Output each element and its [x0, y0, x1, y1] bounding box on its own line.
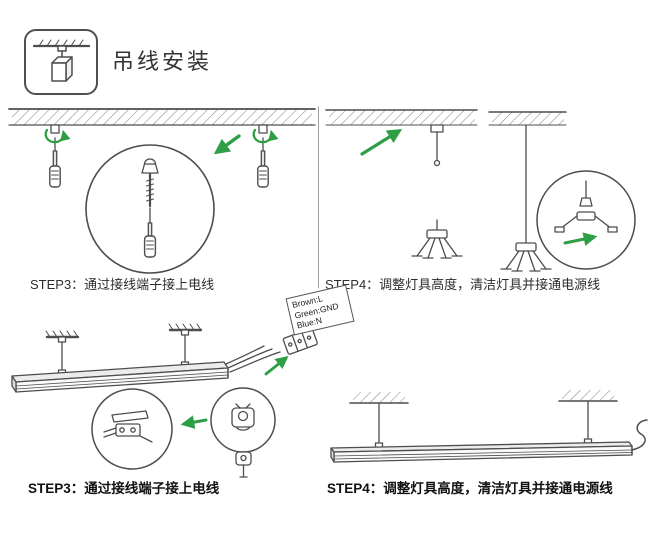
- suspension-left: [45, 330, 80, 377]
- power-wires: [225, 345, 281, 373]
- arrow-right-icon: [563, 232, 598, 246]
- terminal-connector: [282, 327, 318, 355]
- arrow-left-icon: [180, 415, 208, 429]
- caption-step4-top: STEP4：调整灯具高度，清洁灯具并接通电源线: [325, 277, 601, 292]
- hanging-lamp-icon: [32, 39, 90, 82]
- linear-fixture-perspective: [11, 361, 229, 393]
- suspension-right: [168, 323, 203, 369]
- caption-step3-bottom: STEP3：通过接线端子接上电线: [28, 481, 220, 496]
- arrow-up-to-ceiling-icon: [360, 129, 403, 156]
- screwdriver-right-icon: [257, 124, 269, 188]
- ceiling-stub-left: [349, 392, 409, 404]
- ceiling-hatch-topright-1: [325, 109, 478, 126]
- caption-step3-top: STEP3：通过接线端子接上电线: [30, 277, 215, 292]
- magnifier-anchor-screw: [85, 144, 215, 274]
- arrow-to-connector-icon: [264, 355, 289, 376]
- ceiling-hatch-topright-2: [488, 111, 567, 126]
- fixture-end-view-2: [500, 242, 552, 272]
- linear-fixture-final: [330, 438, 633, 463]
- power-cord: [631, 419, 648, 451]
- ceiling-mount: [430, 124, 444, 167]
- magnifier-terminal-detail: [91, 388, 173, 470]
- arrow-to-magnifier-icon: [213, 134, 241, 155]
- header-icon-box: [24, 29, 98, 95]
- magnifier-bracket-detail: [536, 170, 636, 270]
- ceiling-hatch-top-left: [8, 108, 316, 126]
- end-cap-detail: [235, 451, 252, 478]
- ceiling-stub-right: [558, 390, 618, 402]
- caption-step4-bottom: STEP4：调整灯具高度，清洁灯具并接通电源线: [327, 481, 613, 496]
- fixture-end-view-1: [411, 219, 463, 259]
- rotation-arrow-left-icon: [44, 128, 71, 144]
- rotation-arrow-right-icon: [252, 128, 279, 144]
- magnifier-profile-detail: [210, 387, 276, 453]
- screwdriver-left-icon: [49, 124, 61, 188]
- page-title: 吊线安装: [112, 49, 213, 74]
